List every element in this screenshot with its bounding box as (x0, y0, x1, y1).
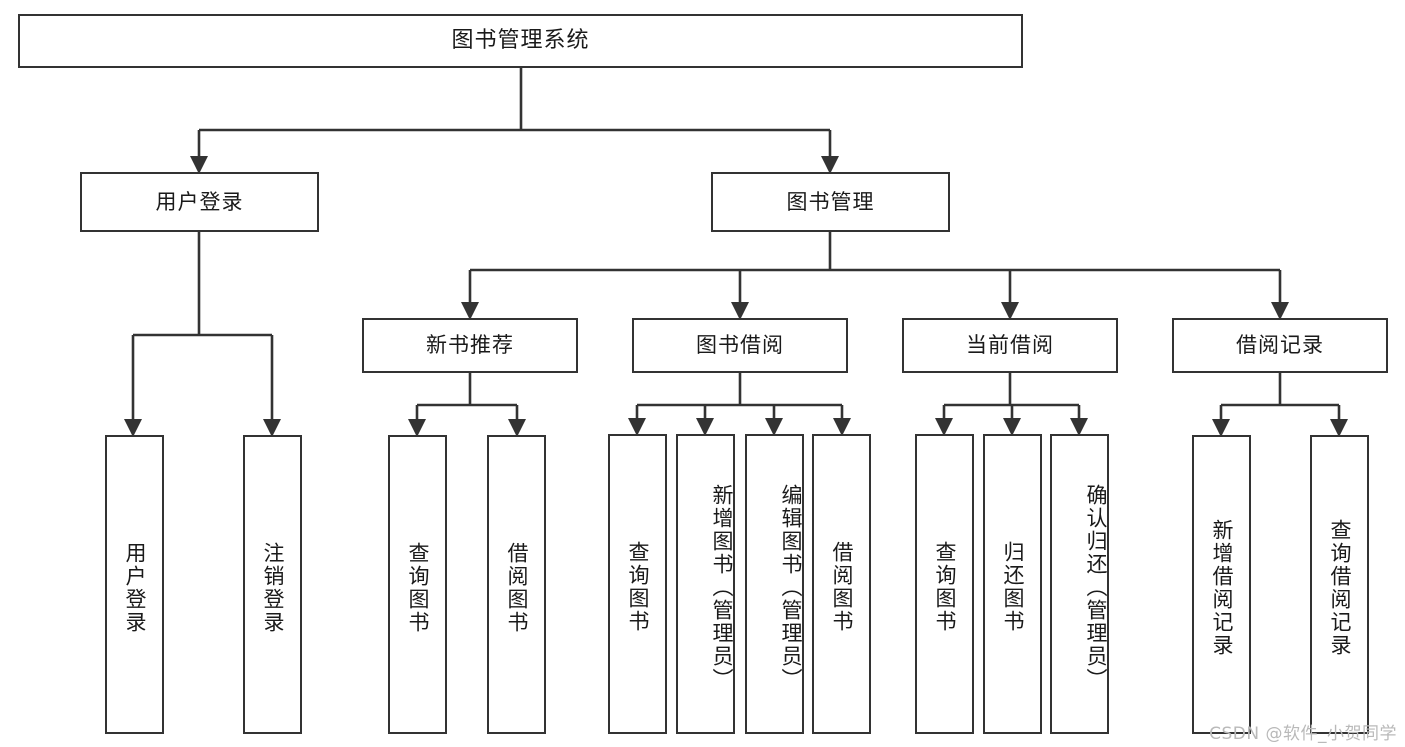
leaf-node-borrow-book[interactable]: 借阅图书 (812, 434, 871, 734)
leaf-node-label: 查询图书 (933, 541, 958, 633)
leaf-node-label: 新增借阅记录 (1210, 518, 1235, 657)
node-current-borrow[interactable]: 当前借阅 (902, 318, 1118, 373)
leaf-node-label: 借阅图书 (830, 541, 855, 633)
leaf-node-query-book[interactable]: 查询图书 (915, 434, 974, 734)
leaf-node-confirm-return-admin[interactable]: 确认归还（管理员） (1050, 434, 1109, 734)
leaf-node-label: 注销登录 (261, 541, 286, 634)
leaf-node-edit-book-admin[interactable]: 编辑图书（管理员） (745, 434, 804, 734)
node-user-login[interactable]: 用户登录 (80, 172, 319, 232)
node-root-system[interactable]: 图书管理系统 (18, 14, 1023, 68)
leaf-node-add-book-admin[interactable]: 新增图书（管理员） (676, 434, 735, 734)
leaf-node-logout[interactable]: 注销登录 (243, 435, 302, 734)
leaf-node-label: 确认归还（管理员） (1084, 483, 1108, 691)
leaf-node-label: 借阅图书 (505, 541, 530, 634)
leaf-node-label: 查询图书 (406, 541, 431, 634)
node-book-management[interactable]: 图书管理 (711, 172, 950, 232)
leaf-node-user-login[interactable]: 用户登录 (105, 435, 164, 734)
csdn-watermark: CSDN @软件_小贺同学 (1209, 724, 1397, 744)
leaf-node-label: 新增图书（管理员） (710, 483, 734, 691)
leaf-node-return-book[interactable]: 归还图书 (983, 434, 1042, 734)
leaf-node-label: 查询借阅记录 (1328, 518, 1353, 657)
node-borrow-records[interactable]: 借阅记录 (1172, 318, 1388, 373)
leaf-node-query-book[interactable]: 查询图书 (388, 435, 447, 734)
leaf-node-label: 用户登录 (123, 541, 148, 634)
node-new-book-recommend[interactable]: 新书推荐 (362, 318, 578, 373)
leaf-node-label: 编辑图书（管理员） (779, 483, 803, 691)
leaf-node-label: 查询图书 (626, 541, 651, 633)
leaf-node-query-book[interactable]: 查询图书 (608, 434, 667, 734)
leaf-node-borrow-book[interactable]: 借阅图书 (487, 435, 546, 734)
leaf-node-query-borrow-record[interactable]: 查询借阅记录 (1310, 435, 1369, 734)
leaf-node-add-borrow-record[interactable]: 新增借阅记录 (1192, 435, 1251, 734)
node-book-borrow[interactable]: 图书借阅 (632, 318, 848, 373)
leaf-node-label: 归还图书 (1001, 541, 1026, 633)
